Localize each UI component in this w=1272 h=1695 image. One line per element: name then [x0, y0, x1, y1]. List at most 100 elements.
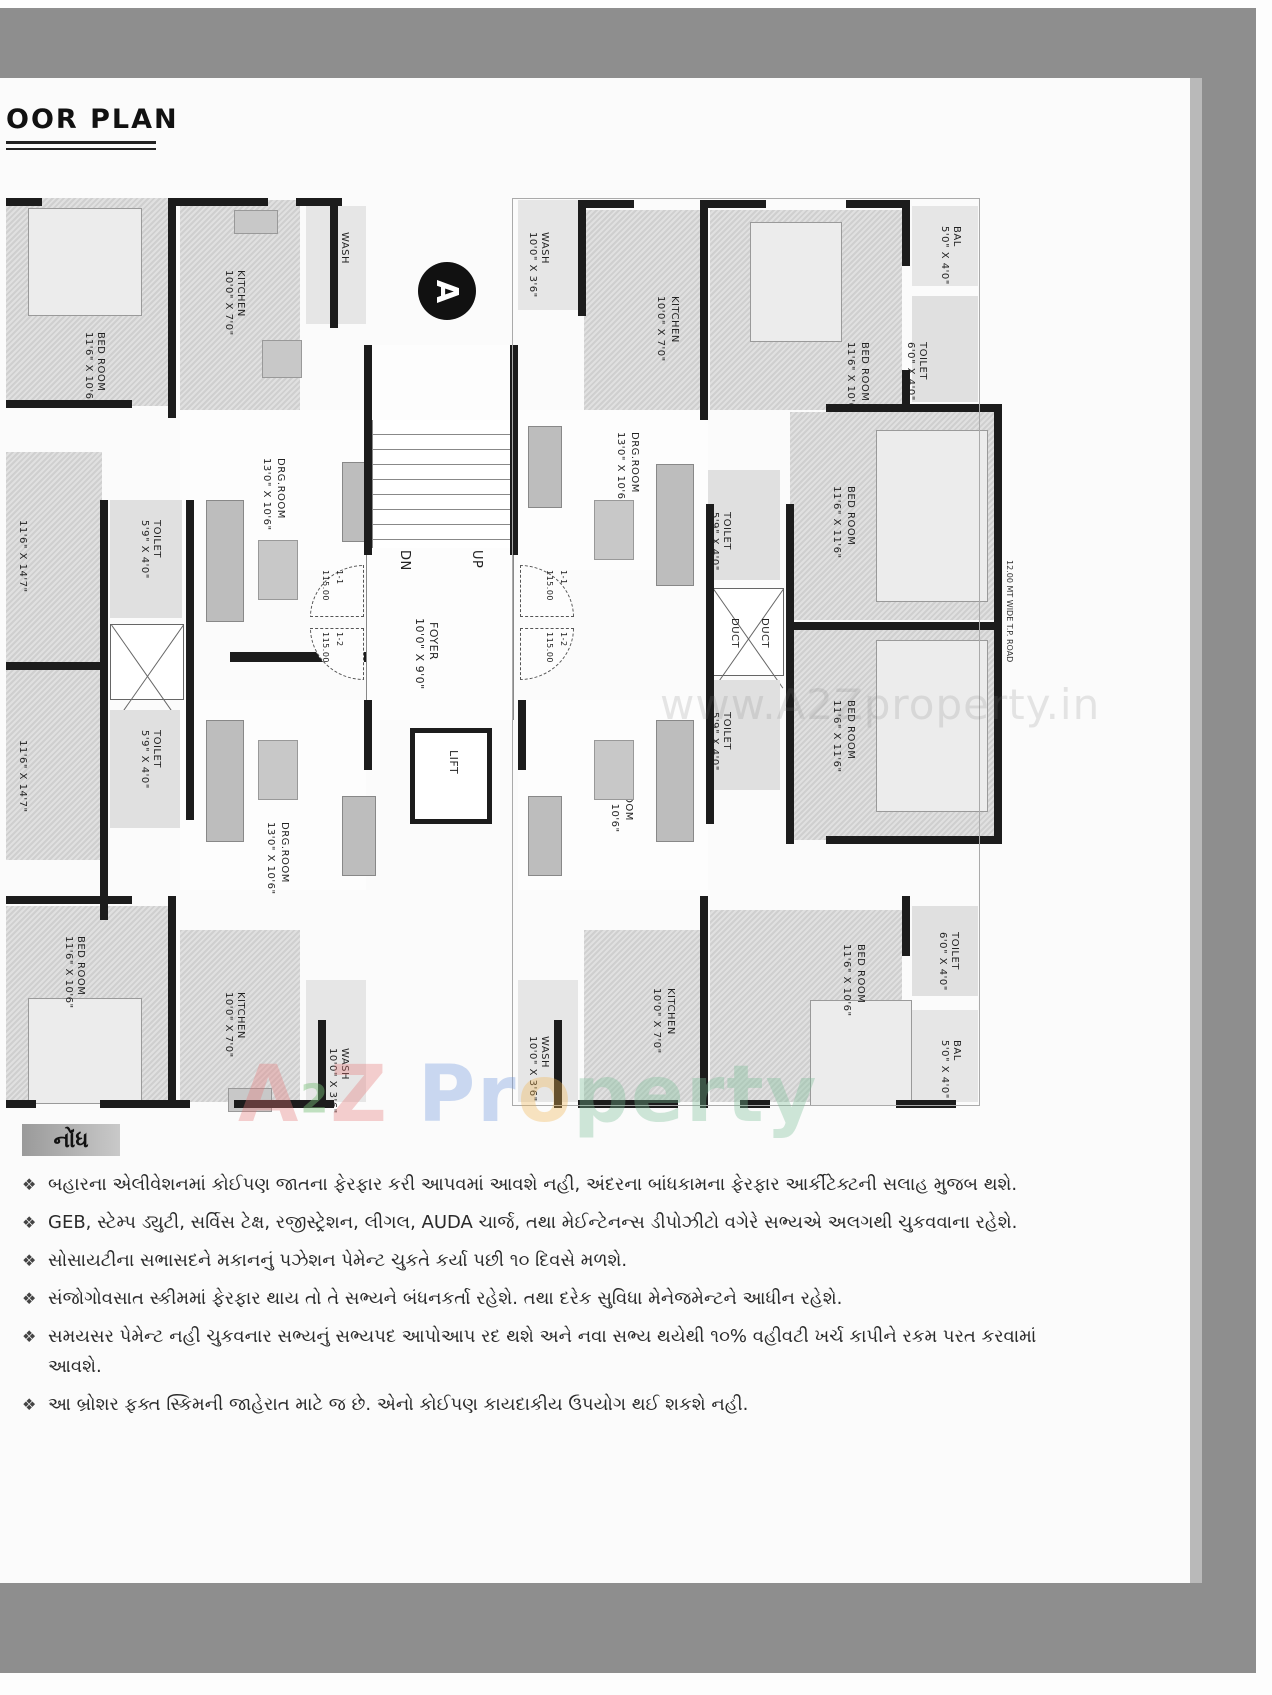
- coffee-table-icon: [594, 500, 634, 560]
- room-size: 11'6" X 14'7": [17, 520, 28, 593]
- wall: [578, 1100, 678, 1108]
- scan-edge-right: [1256, 0, 1272, 1695]
- scan-edge-top: [0, 0, 1272, 8]
- watermark-url: www.A2Zproperty.in: [660, 680, 1101, 729]
- chair-icon: [528, 426, 562, 508]
- room-label: WASH: [339, 232, 350, 265]
- coffee-table-icon: [258, 540, 298, 600]
- sofa-icon: [656, 464, 694, 586]
- note-item: ❖ બહારના એલીવેશનમાં કોઈપણ જાતના ફેરફાર કર…: [20, 1170, 1090, 1200]
- wall: [700, 896, 708, 1108]
- lift-label: LIFT: [447, 750, 460, 775]
- wall: [994, 404, 1002, 842]
- wall: [700, 200, 708, 420]
- bullet-icon: ❖: [22, 1395, 37, 1414]
- bullet-icon: ❖: [22, 1175, 37, 1194]
- room-size: 10'0" X 7'0": [223, 270, 234, 336]
- wall: [786, 622, 998, 630]
- logo-letter: perty: [573, 1050, 819, 1140]
- note-text: બહારના એલીવેશનમાં કોઈપણ જાતના ફેરફાર કરી…: [48, 1174, 1018, 1195]
- block-a-badge: A: [418, 262, 476, 320]
- wall: [706, 504, 714, 824]
- room-label: TOILET: [151, 730, 162, 768]
- coffee-table-icon: [258, 740, 298, 800]
- room-size: 5'9" X 4'0": [139, 520, 150, 579]
- wall: [6, 400, 132, 408]
- lift-shaft: [410, 728, 492, 824]
- staircase: [372, 420, 512, 548]
- room-size: 11'6" X 10'6": [83, 332, 94, 405]
- bullet-icon: ❖: [22, 1327, 37, 1346]
- sofa-icon: [206, 500, 244, 622]
- note-text: GEB, સ્ટેમ્પ ડ્યુટી, સર્વિસ ટેક્ષ, રજીસ્…: [48, 1212, 1018, 1233]
- bed-icon: [876, 640, 988, 812]
- flat-code: 115.00: [321, 632, 330, 663]
- note-item: ❖ GEB, સ્ટેમ્પ ડ્યુટી, સર્વિસ ટેક્ષ, રજીસ…: [20, 1208, 1090, 1238]
- room-label: DRG.ROOM: [275, 458, 286, 519]
- flat-door-right-top: [520, 565, 574, 617]
- room-size: 11'6" X 10'6": [63, 936, 74, 1009]
- room-label: TOILET: [151, 520, 162, 558]
- plan-outline: [512, 198, 980, 1106]
- room-label: KITCHEN: [235, 270, 246, 317]
- bed-icon: [28, 998, 142, 1104]
- chair-icon: [528, 796, 562, 876]
- stair-up-label: UP: [469, 550, 484, 569]
- note-item: ❖સમયસર પેમેન્ટ નહી ચુકવનાર સભ્યનું સભ્યપ…: [20, 1322, 1090, 1382]
- sofa-icon: [656, 720, 694, 842]
- room-right-bottom-balcony: [912, 1010, 978, 1102]
- wall: [296, 198, 342, 206]
- wall: [364, 700, 372, 770]
- room-left-bottom-toilet: [110, 710, 182, 828]
- room-right-top-kitchen: [584, 210, 706, 410]
- wall: [6, 896, 132, 904]
- title-underline: [6, 141, 156, 144]
- bullet-icon: ❖: [22, 1213, 37, 1232]
- room-left-top-toilet: [110, 500, 182, 618]
- wall: [100, 1100, 190, 1108]
- wall: [826, 404, 1002, 412]
- logo-letter: Z: [330, 1050, 389, 1140]
- title-underline-2: [6, 148, 156, 150]
- room-right-bottom-wash: [518, 980, 578, 1102]
- logo-letter: 2: [300, 1076, 331, 1123]
- bed-icon: [28, 208, 142, 316]
- duct-shaft: [110, 624, 184, 700]
- stair-down-label: DN: [397, 550, 412, 571]
- room-left-mid-bedroom: [6, 452, 102, 662]
- wall: [902, 370, 910, 410]
- bullet-icon: ❖: [22, 1251, 37, 1270]
- wall: [186, 500, 194, 820]
- room-size: 13'0" X 10'6": [261, 458, 272, 531]
- room-left-bottom-wash: [306, 980, 366, 1102]
- room-left-bottom-mid-bedroom: [6, 670, 102, 860]
- bed-icon: [750, 222, 842, 342]
- wall: [6, 198, 42, 206]
- page-title: OOR PLAN: [6, 104, 179, 135]
- room-right-bottom-toilet: [912, 906, 978, 996]
- wall: [896, 1100, 956, 1108]
- wall: [902, 896, 910, 956]
- road-label: 12.00 MT WIDE T.P. ROAD: [1005, 560, 1014, 663]
- wall: [740, 1100, 770, 1108]
- bullet-icon: ❖: [22, 1289, 37, 1308]
- wall: [846, 200, 908, 208]
- wall: [554, 1020, 562, 1108]
- sink-icon: [262, 340, 302, 378]
- wall: [168, 198, 176, 418]
- note-text: સંજોગોવસાત સ્કીમમાં ફેરફાર થાય તો તે સભ્…: [48, 1288, 843, 1309]
- wall: [6, 1100, 36, 1108]
- room-right-bottom-toilet2: [708, 680, 780, 790]
- chair-icon: [342, 796, 376, 876]
- notes-list: ❖ બહારના એલીવેશનમાં કોઈપણ જાતના ફેરફાર કર…: [20, 1170, 1090, 1428]
- room-right-bottom-kitchen: [584, 930, 706, 1102]
- wall: [786, 504, 794, 844]
- flat-number: 1-2: [335, 632, 344, 647]
- room-right-top-balcony: [912, 206, 978, 286]
- room-size: 10'0" X 7'0": [223, 992, 234, 1058]
- logo-letter: A: [238, 1050, 301, 1140]
- note-text: આ બ્રોશર ફક્ત સ્કિમની જાહેરાત માટે જ છે.…: [48, 1394, 749, 1415]
- room-size: 11'6" X 14'7": [17, 740, 28, 813]
- wall: [230, 652, 370, 662]
- wall: [168, 198, 268, 206]
